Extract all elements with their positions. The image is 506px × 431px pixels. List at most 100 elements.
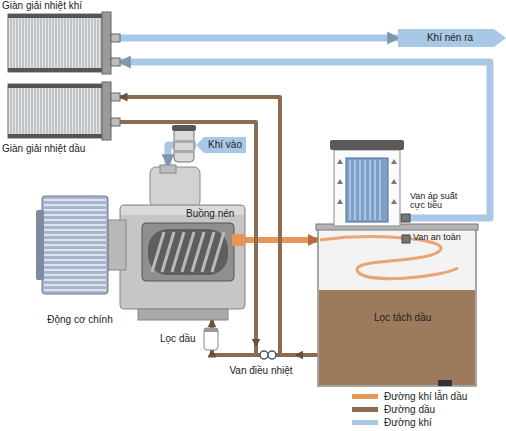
- tank-body: [318, 226, 476, 386]
- component-node: Giàn giải nhiệt khí: [2, 0, 120, 76]
- cartridge-pleat: [360, 160, 361, 220]
- cooler-fin: [32, 87, 33, 135]
- component-node: Van điều nhiệt: [226, 346, 296, 380]
- cooler-fin: [65, 17, 66, 69]
- component-label: Giàn giải nhiệt khí: [2, 0, 120, 12]
- rotor-lobe: [202, 232, 214, 272]
- flow-arrow: [337, 199, 343, 204]
- rotor-lobe: [172, 232, 184, 272]
- inlet-filter: [174, 128, 194, 162]
- legend-swatch: [352, 407, 378, 412]
- cooler-frame: [8, 134, 102, 138]
- component-node: Van an toàn: [402, 232, 470, 246]
- screw-rotor: [148, 229, 228, 275]
- cooler-fin: [95, 87, 96, 135]
- drain-valve: [438, 380, 452, 386]
- pipe-connector: [296, 353, 318, 357]
- motor-fin: [44, 259, 106, 261]
- cooler-fin: [101, 87, 102, 135]
- cooler-fin: [11, 17, 12, 69]
- component-graphic: [120, 165, 245, 320]
- cooler-fin: [35, 17, 36, 69]
- cooler-fin: [74, 87, 75, 135]
- cooler-fin: [23, 17, 24, 69]
- flow-arrow: [391, 179, 397, 184]
- motor-fin: [44, 274, 106, 276]
- cooler-fin: [101, 17, 102, 69]
- component-node: Giàn giải nhiệt dầu: [2, 80, 120, 158]
- legend-text: Đường khí: [384, 417, 432, 428]
- valve-symbol: [260, 351, 268, 359]
- motor-fin: [44, 269, 106, 271]
- motor-fin: [44, 234, 106, 236]
- rotor-lobe: [152, 232, 164, 272]
- cooler-core: [8, 14, 102, 72]
- legend-row: Đường khí: [352, 416, 467, 429]
- motor-coupling: [108, 220, 126, 270]
- motor-fin: [44, 219, 106, 221]
- cooler-fin: [86, 87, 87, 135]
- cooler-fin: [44, 17, 45, 69]
- motor-fin: [44, 289, 106, 291]
- flow-arrow: [337, 159, 343, 164]
- pipe-connector: [120, 97, 280, 346]
- cooler-header: [102, 82, 111, 140]
- oil-swirl: [320, 237, 458, 279]
- pipe-stub: [111, 93, 120, 101]
- cooler-core: [8, 84, 102, 138]
- cooler-frame: [8, 14, 102, 18]
- intake-port: [160, 165, 176, 173]
- cooler-fin: [71, 87, 72, 135]
- cooler-fin: [59, 17, 60, 69]
- cooler-fin: [62, 17, 63, 69]
- legend-row: Đường dầu: [352, 403, 467, 416]
- cooler-fin: [50, 87, 51, 135]
- pipe-connector: [120, 35, 398, 42]
- pipe-stub: [111, 118, 120, 126]
- cooler-fin: [26, 87, 27, 135]
- pipe-stub: [111, 58, 120, 66]
- component-graphic: [36, 190, 126, 330]
- cooler-fin: [41, 17, 42, 69]
- cooler-fin: [71, 17, 72, 69]
- cooler-fin: [29, 87, 30, 135]
- cooler-fin: [26, 17, 27, 69]
- cooler-fin: [47, 87, 48, 135]
- component-label: Van an toàn: [413, 233, 470, 242]
- flow-arrow: [337, 179, 343, 184]
- cooler-header: [102, 12, 111, 74]
- cartridge-pleat: [350, 160, 351, 220]
- cooler-fin: [62, 87, 63, 135]
- cooler-fin: [41, 87, 42, 135]
- pipe-stub: [111, 34, 120, 42]
- air-pipe: [409, 215, 468, 222]
- cooler-fin: [89, 87, 90, 135]
- legend-row: Đường khí lẫn dầu: [352, 390, 467, 403]
- valve-symbol: [268, 351, 276, 359]
- cooler-fin: [98, 87, 99, 135]
- cooler-fin: [89, 17, 90, 69]
- outlet-arrow: [398, 29, 506, 47]
- motor-fin: [44, 199, 106, 201]
- cooler-fin: [77, 17, 78, 69]
- component-label: Động cơ chính: [30, 314, 130, 326]
- cooler-fin: [35, 87, 36, 135]
- rotor-lobe: [212, 232, 224, 272]
- inlet-filter-band: [174, 140, 194, 143]
- inlet-arrow: [196, 137, 246, 153]
- component-node: Khí vào: [196, 137, 246, 153]
- housing-lid: [330, 140, 404, 150]
- legend: Đường khí lẫn dầuĐường dầuĐường khí: [352, 390, 467, 429]
- cooler-fin: [17, 17, 18, 69]
- cooler-fin: [83, 17, 84, 69]
- cooler-fin: [38, 17, 39, 69]
- component-graphic: [318, 140, 476, 388]
- cooler-fin: [32, 17, 33, 69]
- oil-pipe: [254, 346, 258, 355]
- motor-fin: [44, 214, 106, 216]
- cooler-fin: [20, 87, 21, 135]
- pipe-connector: [210, 320, 214, 328]
- rotor-lobe: [192, 232, 204, 272]
- cooler-fin: [68, 87, 69, 135]
- inlet-filter-cap: [172, 125, 196, 131]
